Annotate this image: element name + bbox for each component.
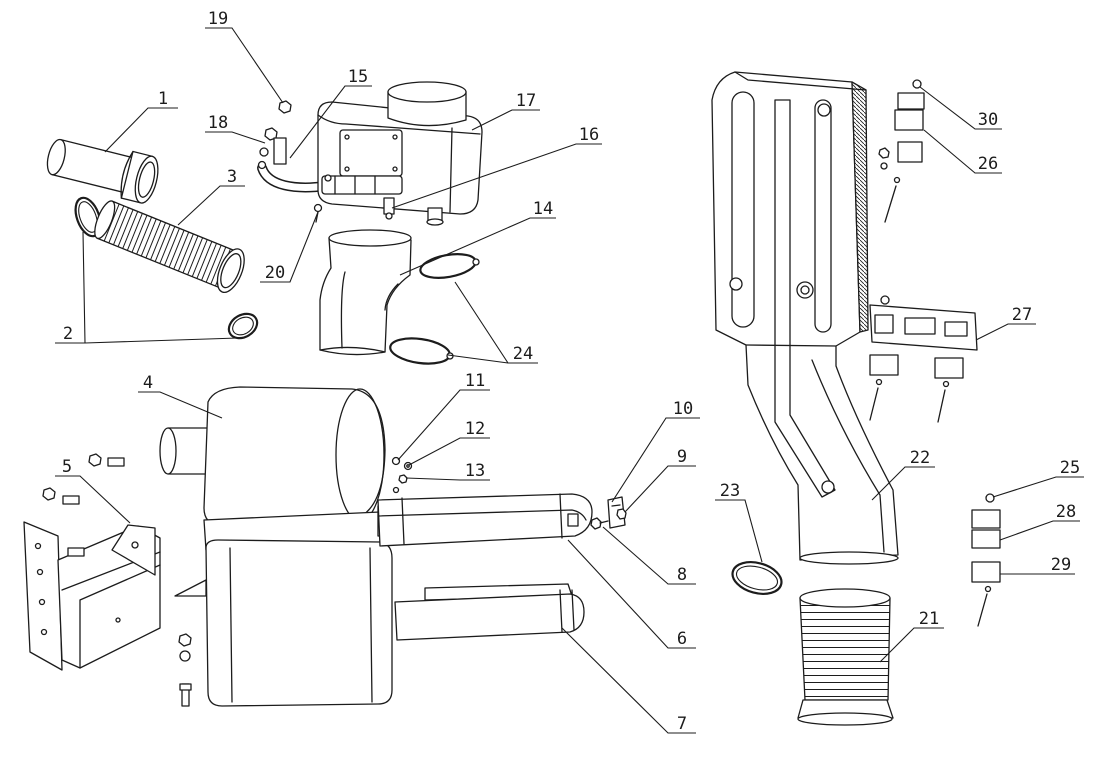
leader-26 xyxy=(923,129,1002,174)
callout-3: 3 xyxy=(227,167,237,187)
callout-25: 25 xyxy=(1060,458,1080,478)
leader-2 xyxy=(55,231,239,344)
callout-20: 20 xyxy=(265,263,285,283)
leader-24 xyxy=(447,281,538,364)
leader-lines xyxy=(55,27,1084,734)
leader-13 xyxy=(405,477,490,481)
part-5-bolts xyxy=(42,453,192,707)
leader-23 xyxy=(715,499,763,563)
leader-14 xyxy=(399,217,556,276)
part-8-bolt xyxy=(590,517,609,530)
leader-17 xyxy=(471,109,540,131)
callout-16: 16 xyxy=(579,125,599,145)
callout-1: 1 xyxy=(158,89,168,109)
callout-24: 24 xyxy=(513,344,533,364)
callout-13: 13 xyxy=(465,461,485,481)
leader-18 xyxy=(205,131,266,144)
part-9-nut xyxy=(616,508,627,520)
leader-9 xyxy=(624,465,696,513)
leader-1 xyxy=(104,107,178,153)
leader-5 xyxy=(55,475,131,524)
part-29-pad xyxy=(971,561,1001,627)
part-3-corrugated-hose xyxy=(94,200,245,294)
leader-25 xyxy=(992,476,1084,498)
callout-6: 6 xyxy=(677,629,687,649)
part-10-clip-plate xyxy=(607,496,626,529)
part-11-nut xyxy=(391,456,401,466)
callout-21: 21 xyxy=(919,609,939,629)
part-21-bellows xyxy=(797,588,894,726)
leader-27 xyxy=(975,323,1036,341)
callout-17: 17 xyxy=(516,91,536,111)
part-13-nut xyxy=(392,474,408,494)
part-22-intake-duct xyxy=(711,71,899,565)
callout-28: 28 xyxy=(1056,502,1076,522)
part-14-elbow-duct xyxy=(319,229,412,356)
leader-28 xyxy=(999,520,1080,541)
callout-26: 26 xyxy=(978,154,998,174)
leader-3 xyxy=(177,185,245,226)
callout-30: 30 xyxy=(978,110,998,130)
leader-8 xyxy=(602,526,696,585)
part-17-precleaner xyxy=(317,81,483,226)
callout-27: 27 xyxy=(1012,305,1032,325)
leader-20 xyxy=(260,211,319,283)
callout-29: 29 xyxy=(1051,555,1071,575)
leader-10 xyxy=(611,417,700,503)
callout-2: 2 xyxy=(63,324,73,344)
part-19-nut xyxy=(278,100,292,114)
part-5-mounting-bracket xyxy=(23,521,161,671)
leader-15 xyxy=(289,85,372,159)
callout-12: 12 xyxy=(465,419,485,439)
callout-4: 4 xyxy=(143,373,153,393)
callout-8: 8 xyxy=(677,565,687,585)
leader-11 xyxy=(397,389,490,461)
callout-5: 5 xyxy=(62,457,72,477)
leader-16 xyxy=(391,143,602,209)
callout-10: 10 xyxy=(673,399,693,419)
callout-9: 9 xyxy=(677,447,687,467)
part-25-nut xyxy=(985,493,995,503)
part-4-air-filter-housing xyxy=(159,386,401,707)
leader-12 xyxy=(408,437,490,466)
callout-7: 7 xyxy=(677,714,687,734)
part-6-upper-strap xyxy=(377,493,593,547)
callout-18: 18 xyxy=(208,113,228,133)
callout-15: 15 xyxy=(348,67,368,87)
callout-labels: 1 2 3 4 5 6 7 8 9 10 11 12 13 14 15 16 1… xyxy=(62,9,1080,734)
part-26-pads xyxy=(878,92,925,223)
callout-23: 23 xyxy=(720,481,740,501)
part-7-lower-strap xyxy=(394,583,585,641)
callout-11: 11 xyxy=(465,371,485,391)
part-28-pads xyxy=(971,509,1001,549)
callout-19: 19 xyxy=(208,9,228,29)
part-2-hose-clamp-lower xyxy=(227,312,259,340)
leader-19 xyxy=(205,27,284,104)
leader-30 xyxy=(919,86,1002,130)
leader-4 xyxy=(138,391,223,419)
part-23-clamp xyxy=(731,561,783,595)
part-12-washer xyxy=(403,461,413,471)
callout-22: 22 xyxy=(910,448,930,468)
leader-22 xyxy=(871,466,935,501)
callout-14: 14 xyxy=(533,199,553,219)
leader-21 xyxy=(879,627,944,663)
leader-7 xyxy=(561,627,696,734)
part-27-duct-bracket xyxy=(869,295,978,423)
part-1-pipe xyxy=(46,138,159,204)
part-16-fitting xyxy=(383,197,395,220)
part-18-bracket-bolts xyxy=(257,127,287,170)
leader-6 xyxy=(567,539,696,649)
part-30-nut xyxy=(912,79,922,89)
